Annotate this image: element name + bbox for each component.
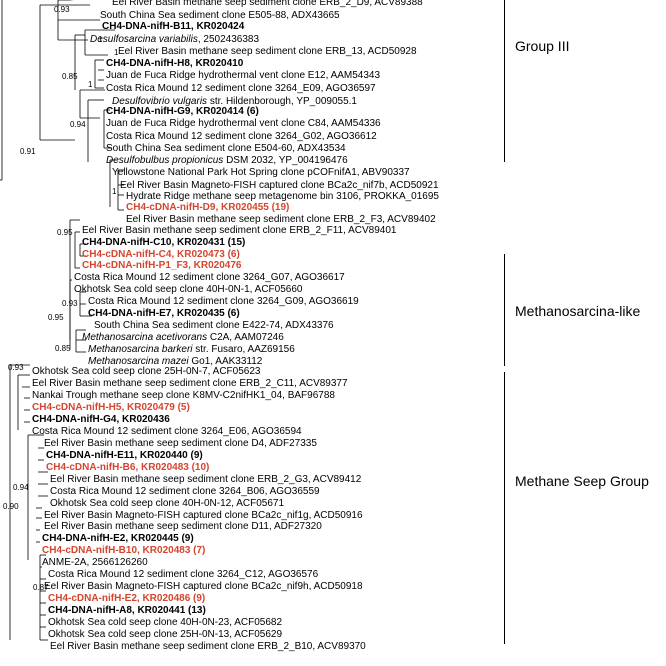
leaf-label: Costa Rica Mound 12 sediment clone 3264_… [106,131,377,142]
leaf-label: Nankai Trough methane seep clone K8MV-C2… [32,390,335,401]
leaf-label: Eel River Basin methane seep sediment cl… [44,521,322,532]
leaf-label: Methanosarcina acetivorans C2A, AAM07246 [82,332,284,343]
leaf-label: Hydrate Ridge methane seep metagenome bi… [126,191,439,202]
leaf-label: Eel River Basin methane seep sediment cl… [44,438,317,449]
leaf-label: CH4-DNA-nifH-A8, KR020441 (13) [48,605,206,616]
group-bar-group-iii [504,0,505,162]
leaf-label: CH4-cDNA-nifH-D9, KR020455 (19) [126,202,290,213]
leaf-label: CH4-cDNA-nifH-B6, KR020483 (10) [46,462,210,473]
leaf-label: Eel River Basin methane seep sediment cl… [82,225,397,236]
leaf-label: Juan de Fuca Ridge hydrothermal vent clo… [106,70,381,81]
leaf-label: CH4-DNA-nifH-G9, KR020414 (6) [106,106,259,117]
leaf-label: Eel River Basin Magneto-FISH captured cl… [44,510,363,521]
leaf-label: Costa Rica Mound 12 sediment clone 3264_… [106,83,376,94]
leaf-label: Desulfovibrio vulgaris str. Hildenboroug… [112,96,357,107]
leaf-label: CH4-cDNA-nifH-B10, KR020483 (7) [42,545,206,556]
bootstrap-value: 0.85 [62,72,78,81]
bootstrap-value: 0.93 [54,5,70,14]
bootstrap-value: 1 [88,80,93,89]
leaf-label: Eel River Basin Magneto-FISH captured cl… [44,581,363,592]
bootstrap-value: 0.87 [33,583,49,592]
bootstrap-value: 0.93 [62,299,78,308]
leaf-label: CH4-DNA-nifH-C10, KR020431 (15) [82,237,246,248]
leaf-label: Eel River Basin methane seep sediment cl… [32,378,348,389]
bootstrap-value: 0.95 [57,228,73,237]
leaf-label: Okhotsk Sea cold seep clone 25H-0N-7, AC… [32,366,261,377]
bootstrap-value: 0.94 [70,120,86,129]
leaf-label: Eel River Basin Magneto-FISH captured cl… [120,180,439,191]
leaf-label: Eel River Basin methane seep sediment cl… [118,46,417,57]
leaf-label: Okhotsk Sea cold seep clone 25H-0N-13, A… [48,629,283,640]
group-bar-methane-seep-group [504,372,505,644]
leaf-label: CH4-DNA-nifH-E11, KR020440 (9) [46,450,203,461]
leaf-label: CH4-cDNA-nifH-E2, KR020486 (9) [48,593,206,604]
leaf-label: Costa Rica Mound 12 sediment clone 3264_… [50,486,320,497]
leaf-label: Eel River Basin methane seep sediment cl… [126,214,436,225]
leaf-label: CH4-DNA-nifH-B11, KR020424 [102,21,245,32]
leaf-label: Desulfobulbus propionicus DSM 2032, YP_0… [106,155,348,166]
leaf-label: Methanosarcina mazei Go1, AAK33112 [88,356,263,367]
leaf-label: CH4-DNA-nifH-G4, KR020436 [32,414,170,425]
leaf-label: Okhotsk Sea cold seep clone 40H-0N-23, A… [48,617,283,628]
leaf-label: ANME-2A, 2566126260 [42,557,148,568]
leaf-label: Methanosarcina barkeri str. Fusaro, AAZ6… [88,344,295,355]
leaf-label: South China Sea sediment clone E422-74, … [94,320,334,331]
leaf-label: Costa Rica Mound 12 sediment clone 3264_… [88,296,359,307]
leaf-label: CH4-cDNA-nifH-P1_F3, KR020476 [82,260,242,271]
leaf-label: Okhotsk Sea cold seep clone 40H-0N-1, AC… [74,284,303,295]
bootstrap-value: 0.93 [8,363,24,372]
leaf-label: Eel River Basin methane seep sediment cl… [112,0,423,8]
leaf-label: Okhotsk Sea cold seep clone 40H-0N-12, A… [50,498,285,509]
bootstrap-value: 0.85 [55,344,71,353]
leaf-label: Eel River Basin methane seep sediment cl… [50,641,366,652]
leaf-label: Costa Rica Mound 12 sediment clone 3264_… [48,569,319,580]
leaf-label: Costa Rica Mound 12 sediment clone 3264_… [74,272,345,283]
bootstrap-value: 0.91 [20,147,36,156]
leaf-label: South China Sea sediment clone E505-88, … [100,10,340,21]
group-bar-methanosarcina-like [504,254,505,366]
bootstrap-value: 0.90 [3,502,19,511]
bootstrap-value: 1 [98,35,103,44]
leaf-label: Eel River Basin methane seep sediment cl… [50,474,362,485]
leaf-label: CH4-DNA-nifH-E2, KR020445 (9) [42,533,194,544]
bootstrap-value: 0.95 [48,313,64,322]
leaf-label: Yellowstone National Park Hot Spring clo… [112,167,410,178]
group-label-methane-seep-group: Methane Seep Group [515,473,649,489]
leaf-label: CH4-DNA-nifH-H8, KR020410 [106,58,244,69]
group-label-group-iii: Group III [515,38,570,54]
leaf-label: CH4-DNA-nifH-E7, KR020435 (6) [88,308,240,319]
bootstrap-value: 0.94 [13,483,29,492]
leaf-label: Desulfosarcina variabilis, 2502436383 [90,34,259,45]
bootstrap-value: 1 [114,48,119,57]
bootstrap-value: 1 [112,187,117,196]
leaf-label: CH4-cDNA-nifH-C4, KR020473 (6) [82,249,240,260]
leaf-label: South China Sea sediment clone E504-60, … [106,143,346,154]
leaf-label: Juan de Fuca Ridge hydrothermal vent clo… [106,118,381,129]
leaf-label: Costa Rica Mound 12 sediment clone 3264_… [32,426,302,437]
leaf-label: CH4-cDNA-nifH-H5, KR020479 (5) [32,402,190,413]
group-label-methanosarcina-like: Methanosarcina-like [515,303,641,319]
